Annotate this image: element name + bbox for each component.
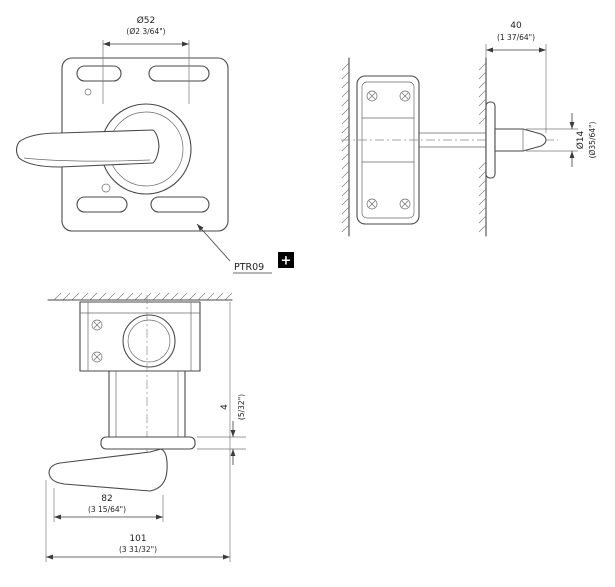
plus-button-box[interactable] xyxy=(278,252,294,268)
dim-total-in: (3 31/32") xyxy=(119,545,157,554)
dim-total-mm: 101 xyxy=(129,534,146,544)
side-view: 40 (1 37/64") Ø14 (Ø35/64") xyxy=(341,21,597,237)
hatch-right xyxy=(478,62,487,233)
screw-icon xyxy=(399,198,411,210)
screw-icon xyxy=(91,319,103,331)
spindle-lines xyxy=(419,132,486,148)
plan-view: 4 (5/32") 82 (3 15/64") 101 (3 31/32") xyxy=(45,292,246,562)
slot-hole xyxy=(148,65,210,82)
front-view: Ø52 (Ø2 3/64") PTR09 + xyxy=(15,15,294,274)
rose-edge xyxy=(485,101,496,179)
rose-flange xyxy=(100,436,196,450)
cylinder-outer xyxy=(122,314,176,368)
lever-handle-plan xyxy=(48,448,168,492)
housing xyxy=(79,301,201,372)
screw-icon xyxy=(399,90,411,102)
screw-icon xyxy=(91,351,103,363)
lever-handle xyxy=(15,129,160,168)
dim-lever-in: (3 15/64") xyxy=(88,505,126,514)
plus-icon: + xyxy=(281,254,292,269)
cylinder-inner xyxy=(127,319,171,363)
plus-button[interactable]: + xyxy=(278,252,294,269)
hatch-left xyxy=(341,62,350,233)
dim-rose-thickness-in: (5/32") xyxy=(237,394,246,420)
dim-front-diameter-mm: Ø52 xyxy=(137,15,156,26)
dim-lever-mm: 82 xyxy=(101,494,112,504)
dim-front-diameter-in: (Ø2 3/64") xyxy=(126,27,165,36)
lever-shaft xyxy=(494,128,547,152)
slot-hole xyxy=(150,196,210,213)
mechanism-partitions xyxy=(362,117,414,163)
mechanism-box-inner xyxy=(361,81,415,219)
screw-icon xyxy=(366,90,378,102)
set-screw xyxy=(101,183,111,193)
dim-rose-thickness-mm: 4 xyxy=(220,404,230,410)
dim-shaft-diameter-in: (Ø35/64") xyxy=(588,122,597,159)
screw-icon xyxy=(366,198,378,210)
slot-hole xyxy=(76,65,122,82)
slot-hole xyxy=(76,196,128,213)
dim-shaft-diameter-mm: Ø14 xyxy=(575,130,586,149)
hatch-top xyxy=(53,292,233,301)
part-number-link[interactable]: PTR09 xyxy=(234,262,264,273)
leader-line xyxy=(196,223,231,262)
mechanism-box xyxy=(356,75,420,225)
dim-depth-in: (1 37/64") xyxy=(497,33,535,42)
dim-depth-mm: 40 xyxy=(510,21,522,31)
pilot-hole xyxy=(84,88,92,96)
lever-contour xyxy=(23,157,151,162)
